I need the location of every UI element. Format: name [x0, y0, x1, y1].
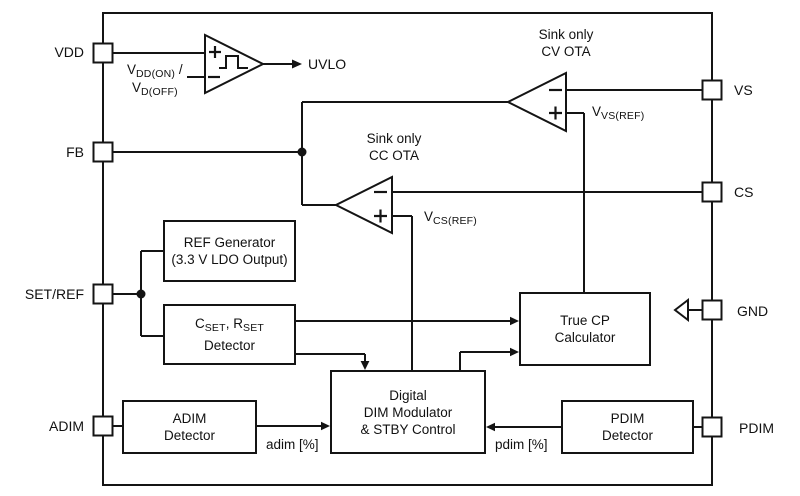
v-subscript: DD(ON)	[136, 68, 176, 80]
wire-setdetector-to-dim	[294, 353, 366, 362]
v-subscript: VS(REF)	[601, 110, 645, 122]
block-true-cp-calculator: True CP Calculator	[519, 292, 651, 366]
block-pdim-detector: PDIM Detector	[561, 400, 694, 454]
block-dim-modulator: Digital DIM Modulator & STBY Control	[330, 370, 486, 454]
uvlo-comparator-triangle	[204, 33, 266, 95]
cv-ota-caption-line1: Sink only	[538, 27, 594, 42]
block-adim-detector: ADIM Detector	[122, 400, 257, 454]
vdd-threshold-label-line2: VD(OFF)	[132, 80, 178, 100]
cc-ota-caption-line2: CC OTA	[369, 148, 419, 163]
gnd-open-arrow-icon	[673, 297, 689, 323]
wire-cv-ota-inputs	[566, 89, 703, 293]
wire-cc-ota-inputs	[392, 191, 703, 371]
pin-label-fb: FB	[66, 144, 84, 160]
arrowhead-uvlo	[292, 59, 302, 69]
block-line: PDIM	[610, 411, 645, 426]
r-subscript: SET	[243, 322, 265, 334]
v-subscript: CS(REF)	[433, 215, 477, 227]
block-line: Detector	[203, 338, 256, 353]
pin-square-adim	[92, 415, 114, 437]
v-subscript: D(OFF)	[141, 86, 178, 98]
pin-square-setref	[92, 283, 114, 305]
wire-fb-trunk	[112, 101, 508, 206]
cv-ota-caption-line2: CV OTA	[541, 44, 591, 59]
block-line: Detector	[601, 428, 654, 443]
arrowhead-pdim	[486, 422, 495, 432]
arrowhead-adim	[321, 421, 330, 431]
arrowhead-truecp-lower	[510, 347, 519, 357]
cc-ota-triangle	[333, 175, 393, 235]
cv-plus-input-icon	[549, 106, 562, 120]
cc-plus-input-icon	[374, 209, 387, 223]
block-line: (3.3 V LDO Output)	[171, 252, 288, 267]
arrowhead-truecp-upper	[510, 316, 519, 326]
block-line: REF Generator	[183, 235, 276, 250]
block-line: & STBY Control	[360, 421, 456, 437]
v-symbol: V	[132, 80, 142, 95]
block-line: Detector	[163, 428, 216, 443]
block-line: True CP	[560, 313, 610, 328]
r-symbol: , R	[225, 316, 243, 331]
pin-label-gnd: GND	[737, 303, 769, 319]
pin-label-adim: ADIM	[49, 418, 84, 434]
pdim-percent-label: pdim [%]	[495, 437, 548, 452]
fb-junction-dot	[297, 147, 307, 157]
uvlo-output-label: UVLO	[308, 56, 347, 72]
ic-boundary	[102, 12, 713, 486]
vdd-threshold-label-line1: VDD(ON) /	[127, 62, 183, 82]
cc-ota-caption: Sink only CC OTA	[344, 130, 444, 164]
pin-square-vs	[701, 79, 723, 101]
block-line: ADIM	[172, 411, 207, 426]
vcs-ref-label: VCS(REF)	[424, 209, 477, 229]
wire-dim-to-truecp	[459, 351, 511, 370]
cc-ota-caption-line1: Sink only	[366, 131, 422, 146]
block-line: Calculator	[554, 330, 616, 345]
vvs-ref-label: VVS(REF)	[592, 104, 644, 124]
block-line: CSET, RSET	[195, 315, 264, 337]
pin-square-cs	[701, 181, 723, 203]
pin-square-vdd	[92, 42, 114, 64]
pin-square-fb	[92, 141, 114, 163]
v-symbol: V	[127, 62, 137, 77]
arrowhead-dim-top	[360, 361, 370, 370]
wire-uvlo-comparator	[112, 52, 292, 78]
pin-label-pdim: PDIM	[739, 420, 774, 436]
block-line: Digital	[389, 387, 427, 403]
v-symbol: V	[592, 104, 602, 119]
adim-percent-label: adim [%]	[266, 437, 319, 452]
c-symbol: C	[194, 316, 205, 331]
cv-ota-caption: Sink only CV OTA	[516, 26, 616, 60]
setref-junction-dot	[136, 289, 146, 299]
cv-ota-triangle	[505, 71, 567, 133]
plus-input-icon	[209, 46, 221, 58]
block-line: DIM Modulator	[363, 404, 453, 420]
pin-label-setref: SET/REF	[24, 286, 84, 302]
pin-label-vs: VS	[734, 82, 753, 98]
v-symbol: V	[424, 209, 434, 224]
block-set-detector: CSET, RSET Detector	[163, 304, 296, 365]
pin-label-cs: CS	[734, 184, 754, 200]
slash: /	[175, 62, 183, 77]
block-ref-generator: REF Generator (3.3 V LDO Output)	[163, 220, 296, 282]
pin-label-vdd: VDD	[54, 44, 84, 60]
pin-square-pdim	[701, 416, 723, 438]
hysteresis-icon	[219, 55, 248, 69]
c-subscript: SET	[204, 322, 226, 334]
pin-square-gnd	[701, 299, 723, 321]
